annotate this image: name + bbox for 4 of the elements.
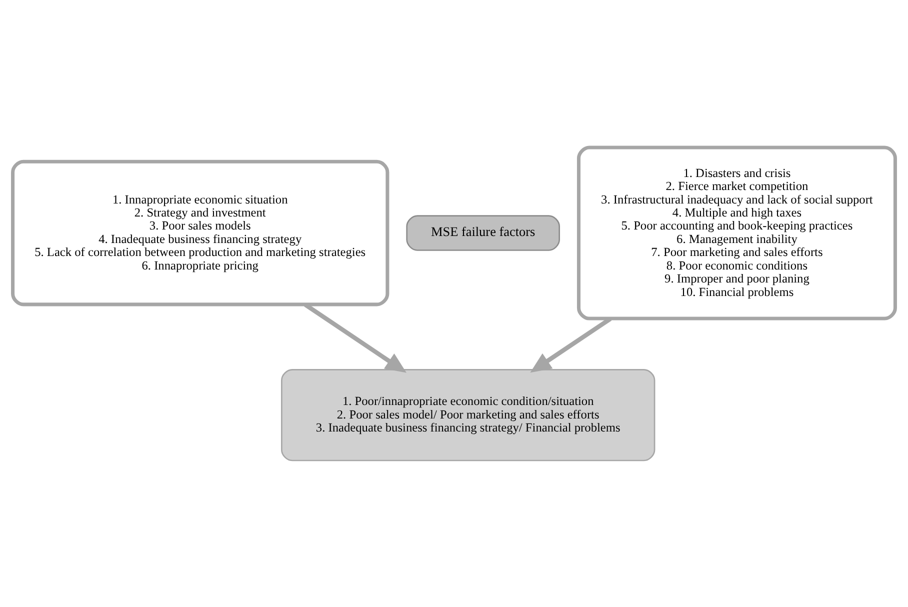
node-box: 1. Poor/innapropriate economic condition/situation 2. Poor sales model/ Poor marketing and sales efforts 3. Inadequate business financing strategy/ Financial problems: [281, 368, 656, 461]
node-box: MSE failure factors: [406, 214, 560, 250]
node-box: 1. Disasters and crisis 2. Fierce market competition 3. Infrastructural inadequacy and lack of social support 4. Multiple and high taxes 5. Poor accounting and book-keeping practices 6. Management inability 7. Poor marketing and sales efforts 8. Poor economic conditions 9. Improper and poor planing 10. Financial problems: [576, 145, 897, 320]
node-box: 1. Innapropriate economic situation 2. Strategy and investment 3. Poor sales models 4. Inadequate business financing strategy 5. Lack of correlation between production and marketing strategies 6. Innapropriate pricing: [11, 159, 390, 306]
